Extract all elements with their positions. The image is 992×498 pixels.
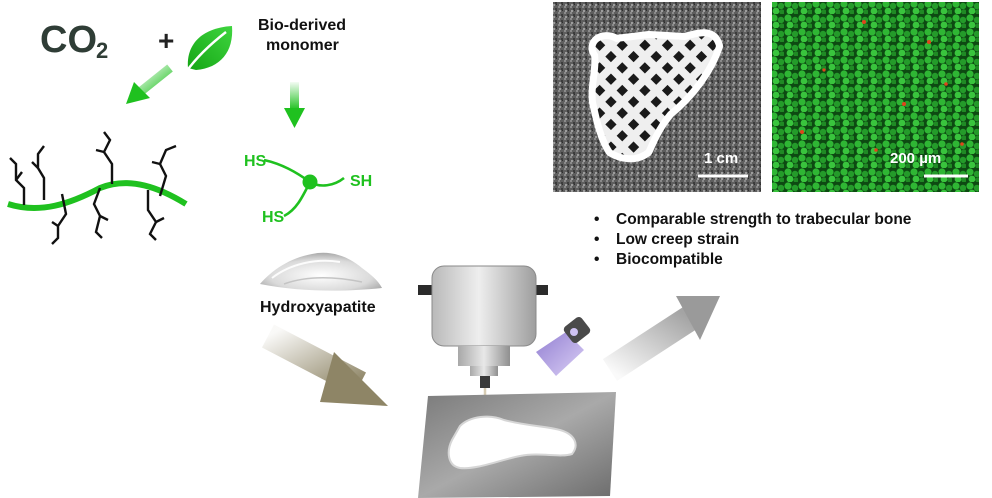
thiol-label-top: HS	[244, 153, 267, 170]
property-text: Low creep strain	[616, 231, 739, 248]
thiol-label-right: SH	[350, 173, 372, 190]
property-item: • Biocompatible	[594, 251, 723, 268]
property-item: • Low creep strain	[594, 231, 739, 248]
monomer-label-line1: Bio-derived	[258, 17, 346, 34]
printer-head-icon	[418, 265, 548, 388]
hydroxyapatite-powder-icon	[260, 252, 382, 291]
uv-lamp-icon	[536, 316, 591, 376]
property-item: • Comparable strength to trabecular bone	[594, 211, 912, 228]
printed-scaffold-icon	[447, 415, 577, 470]
property-text: Comparable strength to trabecular bone	[616, 211, 912, 228]
hydroxyapatite-label: Hydroxyapatite	[260, 299, 376, 316]
property-list: • Comparable strength to trabecular bone…	[594, 211, 912, 268]
property-text: Biocompatible	[616, 251, 723, 268]
bullet-mark: •	[594, 251, 599, 268]
printed-bone-photo: 1 cm	[553, 2, 761, 192]
photo-scale-label: 1 cm	[704, 150, 738, 167]
bullet-mark: •	[594, 231, 599, 248]
thiol-label-bottom: HS	[262, 209, 285, 226]
arrow-to-results-icon	[602, 296, 720, 381]
bullet-mark: •	[594, 211, 599, 228]
polycarbonate-chain-icon	[7, 131, 188, 245]
co2-label: CO	[40, 19, 97, 61]
leaf-icon	[185, 26, 233, 73]
live-dead-fluorescence-image: 200 µm	[772, 2, 979, 192]
arrow-to-thiol-icon	[284, 82, 305, 128]
co2-formula: CO 2	[40, 19, 108, 63]
co2-subscript: 2	[96, 38, 108, 63]
arrow-to-polymer-icon	[126, 64, 173, 104]
fluorescence-scale-label: 200 µm	[890, 150, 941, 167]
plus-sign: +	[158, 25, 174, 56]
arrow-hydroxyapatite-to-printer-icon	[261, 324, 388, 406]
monomer-label-line2: monomer	[266, 37, 339, 54]
trithiol-icon: HS SH HS	[244, 153, 372, 226]
